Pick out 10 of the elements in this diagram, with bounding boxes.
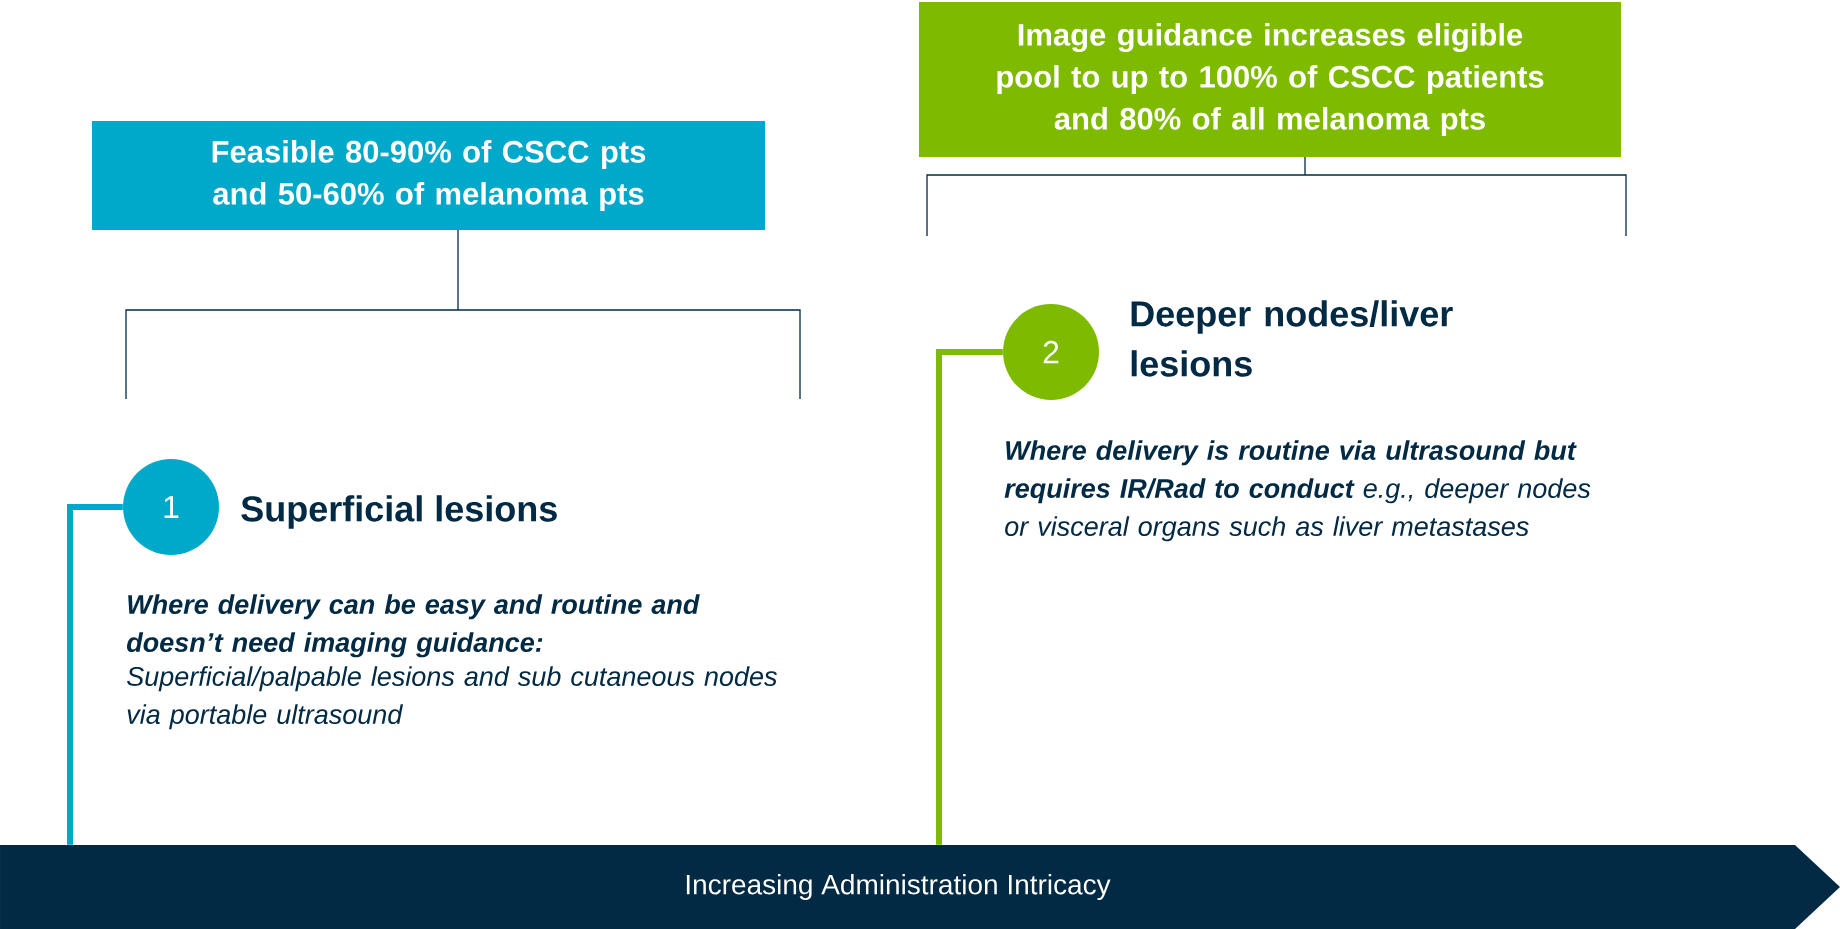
heading: Superficial lesions <box>241 495 557 529</box>
arrow-band: Increasing Administration Intricacy <box>0 845 1840 929</box>
connector-line <box>936 349 1003 845</box>
connector-line <box>67 504 123 845</box>
text-box: Image guidance increases eligible pool to up to 100% of CSCC patients and 80% of all melanoma pts <box>919 2 1621 157</box>
description: Where delivery can be easy and routine and doesn’t need imaging guidance: <box>127 594 700 658</box>
description: Superficial/palpable lesions and sub cutaneous nodes via portable ultrasound <box>127 666 777 730</box>
description: Where delivery is routine via ultrasound but requires IR/Rad to conduct e.g., deeper nodes or visceral organs such as liver metastases <box>1004 440 1591 542</box>
text-box: Feasible 80-90% of CSCC pts and 50-60% of melanoma pts <box>92 121 765 230</box>
heading: Deeper nodes/liver lesions <box>1131 300 1453 377</box>
